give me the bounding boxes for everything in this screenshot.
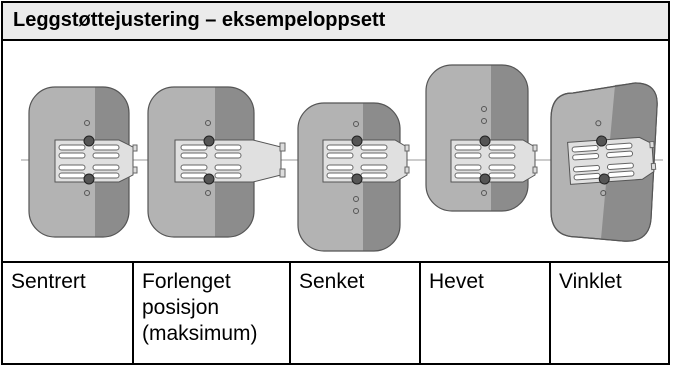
label-lowered: Senket [299,270,365,293]
title-bar: Leggstøttejustering – eksempeloppsett [3,3,668,41]
label-extended-line-3: (maksimum) [142,322,258,345]
label-angled: Vinklet [559,270,622,293]
labels-row: Sentrert Forlenget posisjon (maksimum) S… [3,263,668,363]
legrest-centered [28,86,138,238]
label-centered: Sentrert [11,270,86,293]
label-cell-extended: Forlenget posisjon (maksimum) [132,263,289,363]
legrest-angled [550,82,658,242]
label-raised: Hevet [429,270,484,293]
label-cell-centered: Sentrert [3,263,132,363]
legrest-extended [147,86,286,238]
label-cell-angled: Vinklet [549,263,668,363]
illustration-area [3,41,668,263]
legrest-lowered [297,102,410,252]
legrest-illustration [21,64,663,252]
legrest-raised [425,64,538,212]
label-extended-line-2: posisjon [142,296,220,319]
label-cell-raised: Hevet [419,263,549,363]
label-cell-lowered: Senket [289,263,419,363]
figure-title: Leggstøttejustering – eksempeloppsett [13,9,386,31]
label-extended-line-1: Forlenget [142,270,231,293]
